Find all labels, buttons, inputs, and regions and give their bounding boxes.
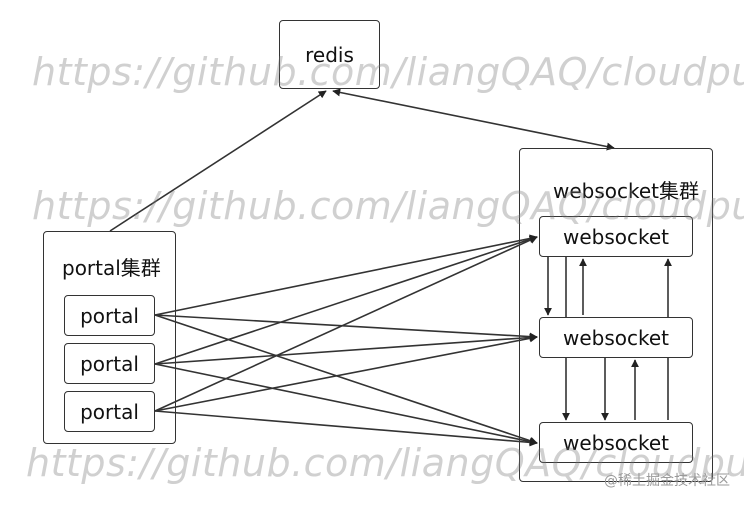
portal-node-label: portal: [80, 399, 139, 424]
websocket-node-3: websocket: [539, 422, 693, 463]
portal-node-2: portal: [64, 343, 155, 384]
websocket-node-label: websocket: [562, 325, 670, 350]
websocket-cluster-label: websocket集群: [553, 179, 700, 203]
websocket-node-label: websocket: [562, 430, 670, 455]
edge-portal3-websocket1: [154, 236, 538, 412]
redis-node: redis: [279, 20, 380, 89]
portal-cluster-label: portal集群: [62, 256, 161, 280]
portal-node-label: portal: [80, 351, 139, 376]
portal-node-3: portal: [64, 391, 155, 432]
portal-cluster: portal集群: [43, 231, 176, 444]
edge-portal2-websocket3: [154, 363, 538, 446]
edge-portal1-websocket1: [154, 234, 538, 316]
edge-portal1-websocket3: [154, 314, 538, 445]
portal-node-label: portal: [80, 303, 139, 328]
portal-node-1: portal: [64, 295, 155, 336]
edge-portal3-websocket2: [154, 334, 538, 412]
footer-credit: @稀土掘金技术社区: [604, 473, 730, 489]
websocket-cluster: websocket集群: [519, 148, 713, 482]
edge-portal2-websocket1: [154, 235, 538, 365]
edge-portal-redis: [109, 90, 327, 232]
edge-redis-websocket: [332, 88, 615, 151]
redis-label: redis: [305, 42, 354, 67]
websocket-node-label: websocket: [562, 224, 670, 249]
websocket-node-1: websocket: [539, 216, 693, 257]
websocket-node-2: websocket: [539, 317, 693, 358]
edge-portal1-websocket2: [154, 314, 538, 341]
edge-portal2-websocket2: [154, 333, 538, 365]
edge-portal3-websocket3: [154, 410, 538, 447]
